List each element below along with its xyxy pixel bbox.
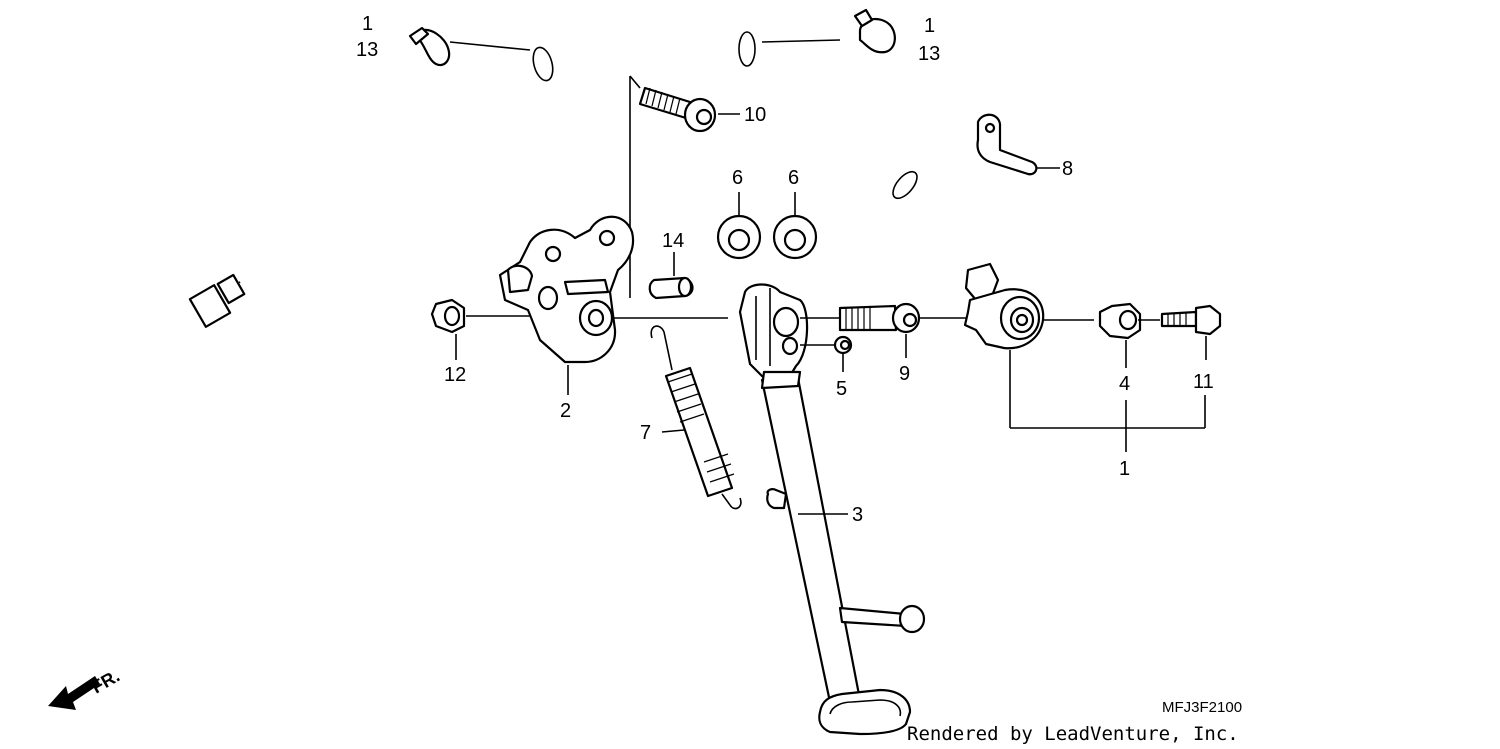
label-bracket-2: 2 (560, 400, 571, 422)
front-direction-label: FR. (88, 666, 123, 698)
diagram-code: MFJ3F2100 (1162, 699, 1242, 716)
front-direction-arrow-icon (48, 676, 100, 710)
label-clip-left-1: 1 (362, 13, 373, 35)
collar-14[interactable] (648, 276, 694, 300)
label-washer-6-left: 6 (732, 167, 743, 189)
label-nut-12: 12 (444, 364, 466, 386)
label-bracket-8: 8 (1062, 158, 1073, 180)
side-stand-3[interactable] (738, 283, 926, 736)
label-stand-3: 3 (852, 504, 863, 526)
label-switch-1: 1 (1119, 458, 1130, 480)
flange-nut-12[interactable] (430, 298, 466, 334)
washer-4[interactable] (1098, 302, 1142, 340)
label-clip-right-1: 1 (924, 15, 935, 37)
pivot-bolt-9[interactable] (838, 302, 921, 334)
label-nut-5: 5 (836, 378, 847, 400)
label-clip-left-13: 13 (356, 39, 378, 61)
side-stand-switch-1[interactable] (963, 262, 1045, 350)
label-clip-right-13: 13 (918, 43, 940, 65)
pivot-bracket-2[interactable] (498, 215, 635, 364)
wire-bracket-8[interactable] (976, 113, 1038, 176)
bolt-11[interactable] (1160, 304, 1222, 336)
label-washer-6-right: 6 (788, 167, 799, 189)
washer-6-left[interactable] (716, 214, 762, 260)
wire-clip-left[interactable] (408, 26, 531, 67)
label-bolt-10: 10 (744, 104, 766, 126)
bolt-10[interactable] (638, 86, 717, 133)
label-bolt-9: 9 (899, 363, 910, 385)
label-bolt-11: 11 (1193, 371, 1214, 393)
label-washer-4: 4 (1119, 373, 1130, 395)
render-credit: Rendered by LeadVenture, Inc. (907, 723, 1239, 745)
label-collar-14: 14 (662, 230, 684, 252)
wire-clip-right[interactable] (761, 8, 896, 54)
washer-6-right[interactable] (772, 214, 818, 260)
return-spring-7[interactable] (650, 325, 742, 510)
label-spring-7: 7 (640, 422, 651, 444)
nut-5[interactable] (833, 335, 853, 355)
